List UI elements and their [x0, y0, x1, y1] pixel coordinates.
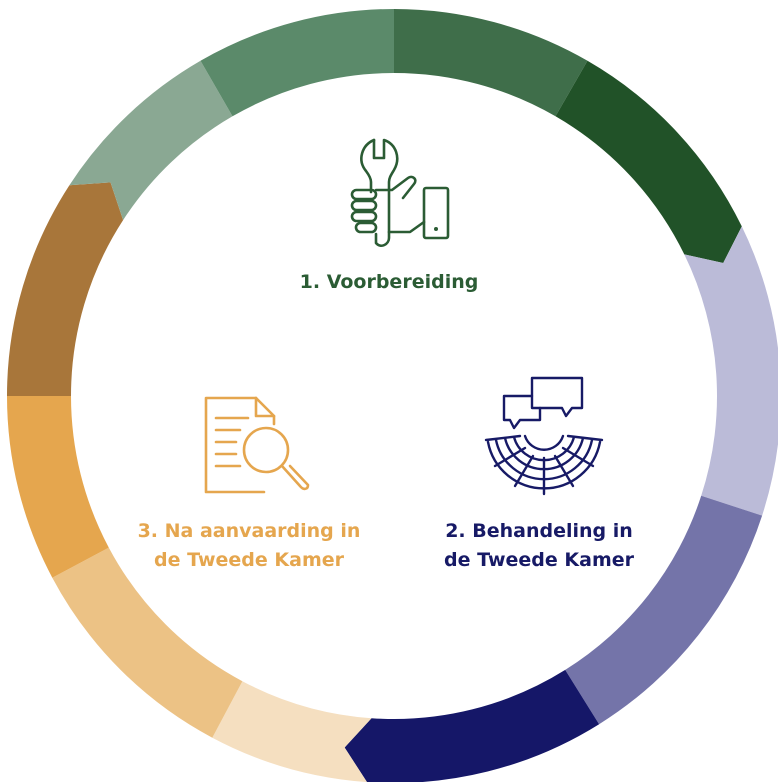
cycle-ring-segment-10	[69, 60, 233, 221]
cycle-ring-segment-7	[52, 547, 243, 738]
stage-2-label: 2. Behandeling in de Tweede Kamer	[424, 517, 654, 575]
cycle-ring-segment-2	[555, 60, 742, 263]
stage-1-label-text: 1. Voorbereiding	[299, 271, 479, 293]
cycle-ring	[6, 8, 778, 782]
stage-3-label-line1: 3. Na aanvaarding in	[137, 520, 361, 542]
hand-wrench-icon	[350, 138, 450, 247]
cycle-ring-segment-3	[684, 226, 778, 516]
cycle-ring-segment-1	[394, 8, 588, 117]
cycle-ring-segment-5	[344, 669, 600, 782]
cycle-ring-segment-4	[565, 495, 763, 725]
stage-2-label-line2: de Tweede Kamer	[444, 549, 634, 571]
document-search-icon	[204, 396, 310, 494]
cycle-ring-segment-11	[200, 8, 394, 117]
stage-3-label: 3. Na aanvaarding in de Tweede Kamer	[124, 517, 374, 575]
cycle-ring-segment-6	[212, 681, 372, 782]
stage-2-label-line1: 2. Behandeling in	[445, 520, 633, 542]
stage-1-label: 1. Voorbereiding	[289, 268, 489, 297]
parliament-discussion-icon	[484, 376, 604, 496]
cycle-ring-segment-9	[6, 182, 124, 396]
stage-3-label-line2: de Tweede Kamer	[154, 549, 344, 571]
cycle-ring-segment-8	[7, 396, 109, 578]
